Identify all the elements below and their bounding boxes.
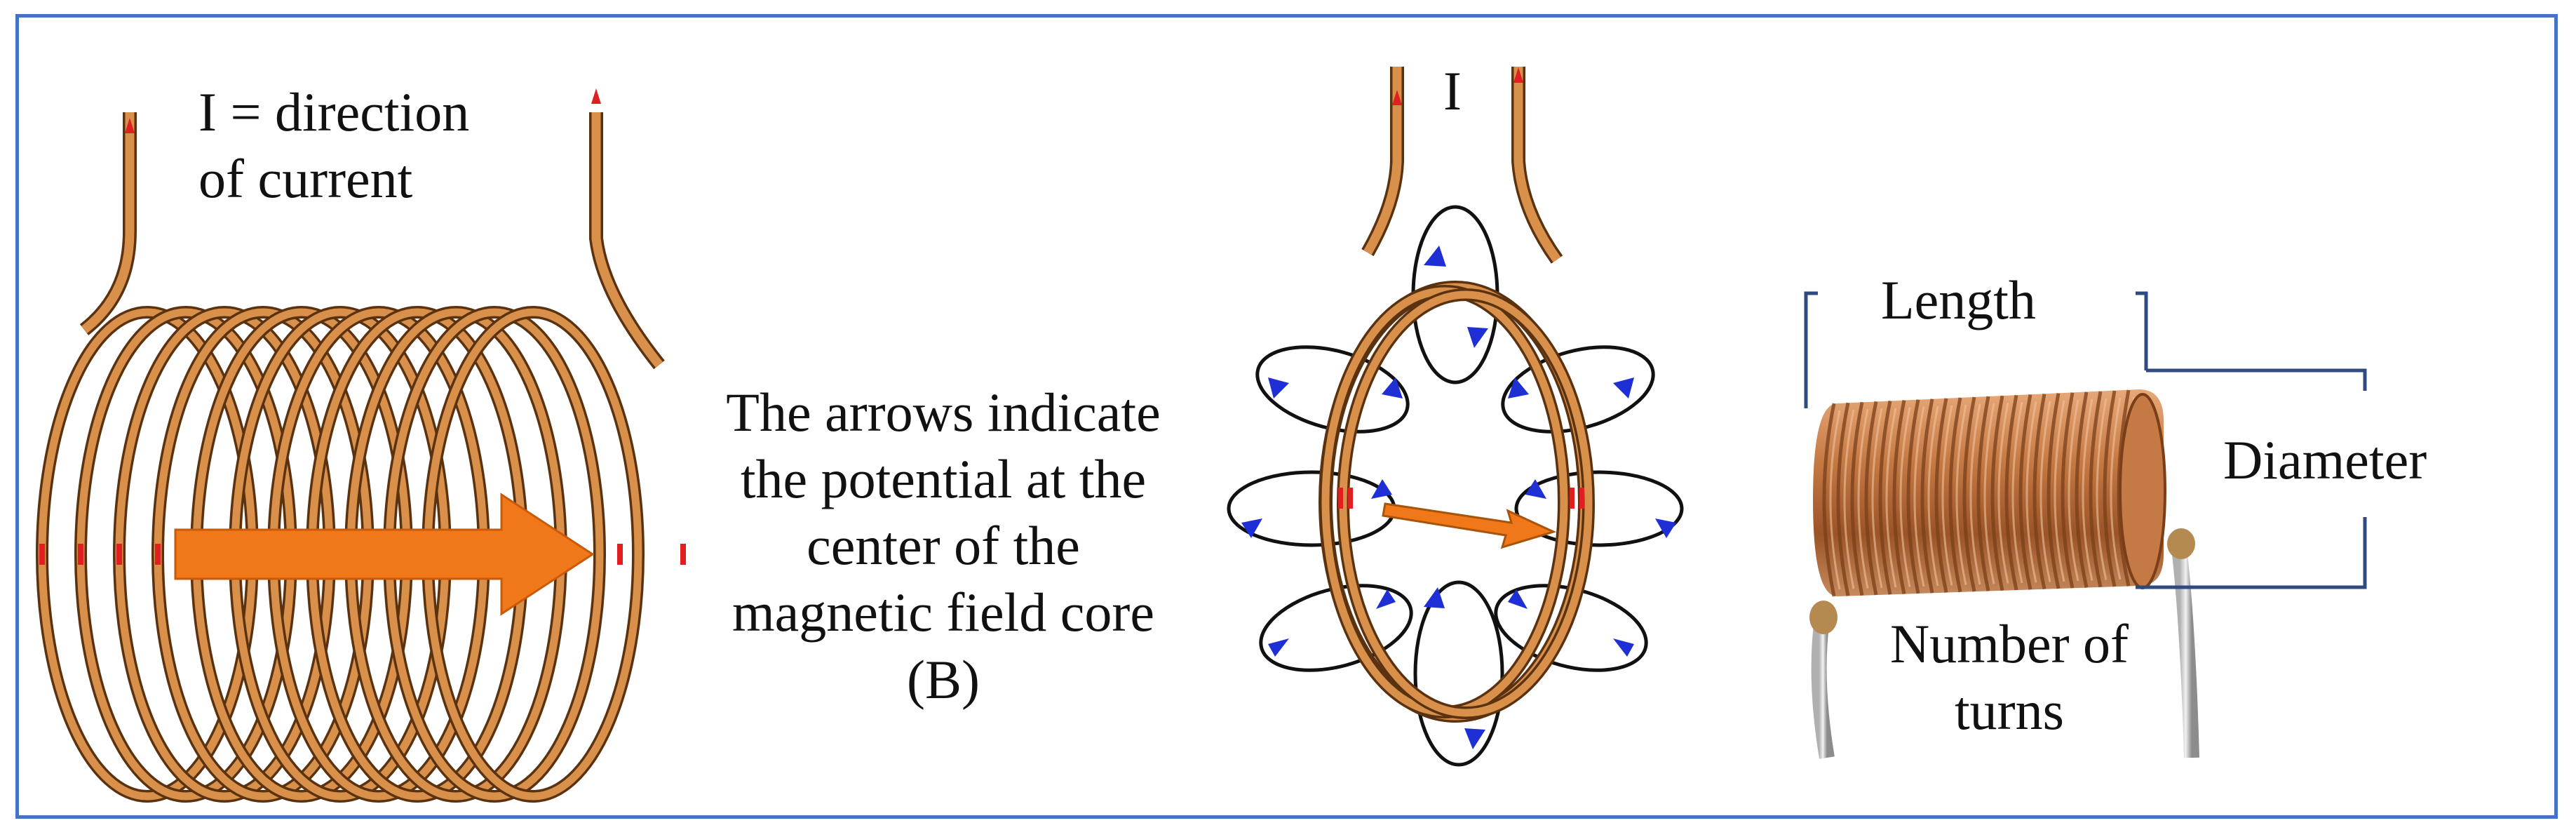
coil-body <box>1813 389 2164 596</box>
current-marker <box>155 544 161 565</box>
coil-turn <box>1920 399 1934 594</box>
turns-label-line1: Number of <box>1889 613 2129 674</box>
field-line-lower-left <box>1259 584 1413 672</box>
coil-turn-highlight <box>1913 406 1925 587</box>
field-line-right <box>1514 470 1684 547</box>
coil-turn <box>1878 400 1892 595</box>
coil-turn-highlight <box>2068 399 2079 582</box>
coil-turn <box>1836 402 1850 596</box>
field-arrowheads <box>1241 246 1676 749</box>
loop-current-markers <box>1338 488 1584 509</box>
coil-turn-highlight <box>2082 399 2093 581</box>
coil-turns <box>1822 389 2136 597</box>
coil-turn <box>2089 391 2103 588</box>
current-marker-loop-left <box>1392 90 1402 105</box>
coil-end <box>2119 393 2166 589</box>
loop-field-diagram <box>1227 67 1684 767</box>
coil-turn <box>2061 392 2075 589</box>
current-marker-left <box>125 118 135 133</box>
coil-turn <box>1906 399 1920 594</box>
coil-turn-highlight <box>2025 401 2037 583</box>
caption-line5: (B) <box>907 648 980 710</box>
caption-line3: center of the <box>807 515 1080 577</box>
coil-turn <box>2075 391 2089 588</box>
coil-turn <box>1976 396 1990 591</box>
coil-turn-highlight <box>1885 408 1897 588</box>
lead-wire-left <box>79 112 137 335</box>
coil-turn-highlight <box>1829 410 1841 590</box>
coil-turn-highlight <box>1843 409 1855 589</box>
turns-label: Number of turns <box>1852 610 2167 744</box>
center-field-arrow <box>1382 502 1557 549</box>
caption-line1: The arrows indicate <box>726 382 1161 443</box>
coil-turn-highlight <box>1969 403 1981 585</box>
diameter-bracket <box>2136 368 2367 589</box>
coil-turn <box>1864 401 1878 596</box>
solenoid-diagram <box>36 88 686 803</box>
field-direction-arrow <box>174 493 595 616</box>
coil-turn <box>2004 394 2018 591</box>
current-direction-label: I = direction of current <box>198 79 469 212</box>
caption-text: The arrows indicate the potential at the… <box>691 379 1196 713</box>
coil-turn-highlight <box>1941 405 1953 586</box>
coil-turn-highlight <box>1927 406 1939 587</box>
coil-turn-highlight <box>1955 404 1967 586</box>
field-line-bottom <box>1413 580 1504 767</box>
coil-turn-highlight <box>1997 402 2009 584</box>
copper-coil-photo <box>1809 389 2199 759</box>
current-loops <box>1319 281 1595 723</box>
diameter-label: Diameter <box>2223 429 2427 490</box>
field-line-upper-left <box>1255 345 1410 434</box>
current-marker <box>116 544 122 565</box>
coil-turn <box>1962 396 1976 592</box>
coil-turn <box>1822 403 1836 597</box>
coil-turn-highlight <box>1899 407 1911 587</box>
coil-turn-highlight <box>2110 397 2122 580</box>
coil-turn <box>1850 401 1864 596</box>
current-marker-right <box>591 88 601 104</box>
current-label-line1: I = direction <box>198 81 470 142</box>
current-marker <box>617 544 623 565</box>
coil-turn <box>1934 398 1948 593</box>
coil-turn <box>2046 393 2061 589</box>
coil-turn-highlight <box>1871 408 1883 589</box>
current-marker <box>680 544 686 565</box>
coil-turn <box>1948 397 1962 593</box>
dimension-brackets <box>1804 291 2367 589</box>
turns-label-line2: turns <box>1955 680 2064 742</box>
coil-turn-highlight <box>2096 398 2108 581</box>
coil-turn-highlight <box>1983 403 1995 584</box>
field-line-upper-right <box>1501 345 1655 434</box>
current-marker <box>39 544 45 565</box>
current-marker-loop-right <box>1513 67 1523 83</box>
coil-lead-right <box>2172 553 2199 758</box>
coil-turn-highlight <box>1857 408 1869 589</box>
coil-turn-highlight <box>2039 401 2051 582</box>
field-line-left <box>1227 470 1396 547</box>
coil-turn <box>2018 394 2032 590</box>
coil-turn <box>1990 395 2004 591</box>
coil-turn-highlight <box>2011 402 2023 584</box>
current-marker <box>78 544 83 565</box>
coil-turn <box>2032 394 2046 590</box>
coil-turn <box>1892 400 1906 595</box>
loop-current-label: I <box>1443 60 1462 121</box>
length-label: Length <box>1881 269 2036 330</box>
coil-turn-highlight <box>2054 400 2065 582</box>
coil-turn <box>2103 390 2117 587</box>
caption-line2: the potential at the <box>740 448 1147 510</box>
length-bracket <box>1804 291 2148 408</box>
caption-line4: magnetic field core <box>731 582 1155 643</box>
current-label-line2: of current <box>198 148 413 210</box>
